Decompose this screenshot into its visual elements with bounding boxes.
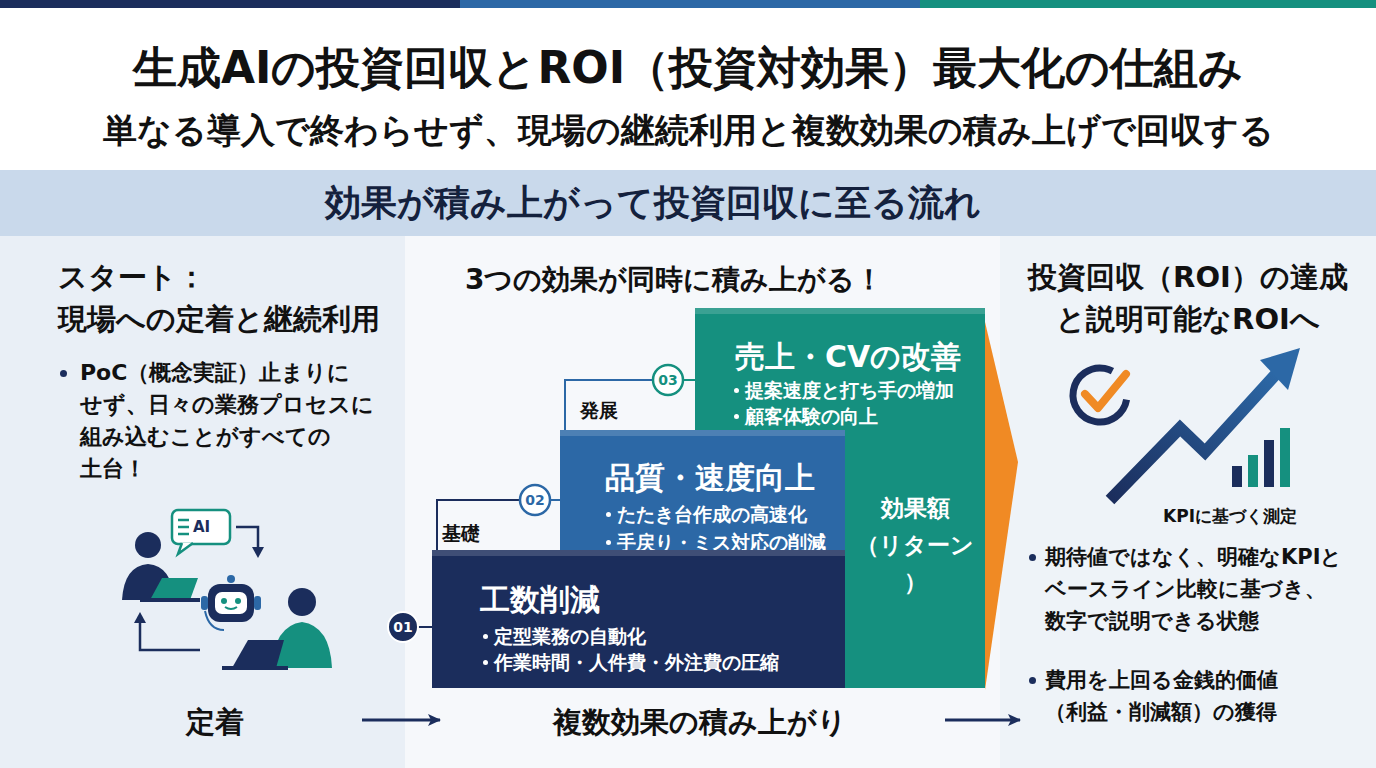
callout-number: 01	[388, 618, 418, 636]
bubble-tail	[178, 543, 193, 554]
top-stripe	[0, 0, 460, 8]
cycle-arrow	[140, 620, 200, 650]
stage-panel: 3つの効果が同時に積み上がる！ 複数効果の積み上がり 工数削減定型業務の自動化作業時…	[405, 236, 1000, 768]
stage-panel: 投資回収（ROI）の達成 と説明可能なROIへ KPIに基づく測定期待値ではなく、…	[1000, 236, 1376, 768]
leader-line	[565, 380, 653, 430]
leader-line	[683, 379, 695, 381]
cycle-arrow	[236, 527, 258, 550]
section-band: 効果が積み上がって投資回収に至る流れ	[0, 170, 1376, 236]
bullet-text: 作業時間・人件費・外注費の圧縮	[494, 649, 839, 675]
team-illustration	[122, 510, 332, 670]
bubble-line	[178, 519, 189, 522]
bullet-dot	[60, 370, 67, 377]
stage-label: 定着	[140, 702, 290, 742]
bubble-text: AI	[193, 518, 227, 536]
callout-circle	[520, 485, 550, 515]
top-stripe	[920, 0, 1376, 8]
bar	[1280, 428, 1290, 487]
step-heading: 売上・CVの改善	[735, 339, 975, 375]
cycle-arrowhead	[252, 547, 264, 558]
laptop-base	[140, 598, 200, 602]
trend-arrowhead	[1260, 348, 1300, 390]
bullet-text: 提案速度と打ち手の増加	[745, 377, 980, 403]
bullet-dot	[1029, 677, 1036, 684]
robot-head	[208, 584, 254, 622]
return-chevron	[985, 322, 1018, 690]
leader-line	[550, 499, 560, 501]
laptop	[232, 640, 284, 668]
person-head	[288, 588, 316, 616]
trend-line	[1110, 374, 1276, 500]
laptop	[150, 578, 198, 600]
step-heading: 品質・速度向上	[605, 460, 835, 496]
bubble-line	[178, 526, 189, 529]
step-heading: 工数削減	[480, 582, 820, 618]
laptop-base	[222, 666, 288, 670]
bubble-line	[178, 533, 189, 536]
check-ring	[1069, 364, 1132, 427]
stage-label: 複数効果の積み上がり	[550, 702, 850, 742]
person-head	[135, 532, 161, 558]
robot-antenna	[227, 575, 235, 583]
bullet-dot	[734, 414, 739, 419]
robot-mouth	[225, 607, 237, 609]
leader-line	[418, 626, 432, 628]
robot-face	[215, 592, 247, 614]
callout-number: 03	[653, 371, 683, 389]
leader-line	[437, 500, 520, 550]
return-label: 効果額 （リターン）	[845, 490, 985, 601]
bullet-text: PoC（概念実証）止まりに せず、日々の業務プロセスに 組み込むことがすべての …	[80, 357, 380, 485]
bar	[1232, 466, 1242, 487]
robot-eye	[221, 598, 227, 604]
robot-headset	[201, 596, 208, 610]
bullet-dot	[734, 388, 739, 393]
bullet-dot	[606, 512, 611, 517]
band-heading: 効果が積み上がって投資回収に至る流れ	[0, 181, 1306, 225]
bullet-text: 定型業務の自動化	[494, 623, 839, 649]
bullet-dot	[606, 540, 611, 545]
robot-mic	[205, 611, 224, 630]
subtitle: 単なる導入で終わらせず、現場の継続利用と複数効果の積み上げで回収する	[0, 110, 1376, 150]
stage-tag: 発展	[580, 399, 630, 421]
robot-headset	[254, 596, 261, 610]
stage-panel: スタート： 現場への定着と継続利用 PoC（概念実証）止まりに せず、日々の業務プ…	[0, 236, 405, 768]
bullet-text: 期待値ではなく、明確なKPIと ベースライン比較に基づき、 数字で説明できる状態	[1045, 541, 1355, 637]
panel-heading: 3つの効果が同時に積み上がる！	[465, 262, 985, 298]
bullet-text: 費用を上回る金銭的価値 （利益・削減額）の獲得	[1045, 664, 1355, 728]
bullet-text: 顧客体験の向上	[745, 403, 980, 429]
bar	[1264, 440, 1274, 487]
bullet-dot	[483, 660, 488, 665]
flow-arrow	[945, 719, 1020, 722]
panel-heading: 投資回収（ROI）の達成 と説明可能なROIへ	[1010, 256, 1366, 340]
page-title: 生成AIの投資回収とROI（投資対効果）最大化の仕組み	[0, 42, 1376, 94]
staircase-leaders	[388, 365, 695, 642]
roi-icon	[1069, 348, 1300, 500]
bullet-text: たたき台作成の高速化	[617, 501, 842, 527]
callout-circle	[388, 612, 418, 642]
cycle-arrowhead	[134, 612, 146, 623]
bar	[1248, 455, 1258, 487]
bullet-dot	[483, 634, 488, 639]
check-mark	[1085, 374, 1126, 408]
top-stripe	[460, 0, 920, 8]
icon-caption: KPIに基づく測定	[1155, 505, 1305, 527]
flow-arrow	[362, 719, 440, 722]
bullet-dot	[1029, 554, 1036, 561]
robot-eye	[235, 598, 241, 604]
chat-bubble	[172, 510, 230, 544]
callout-circle	[653, 365, 683, 395]
callout-number: 02	[520, 491, 550, 509]
stage-tag: 基礎	[442, 522, 492, 544]
panel-heading: スタート： 現場への定着と継続利用	[58, 256, 398, 340]
step-block: 工数削減定型業務の自動化作業時間・人件費・外注費の圧縮	[432, 550, 845, 688]
